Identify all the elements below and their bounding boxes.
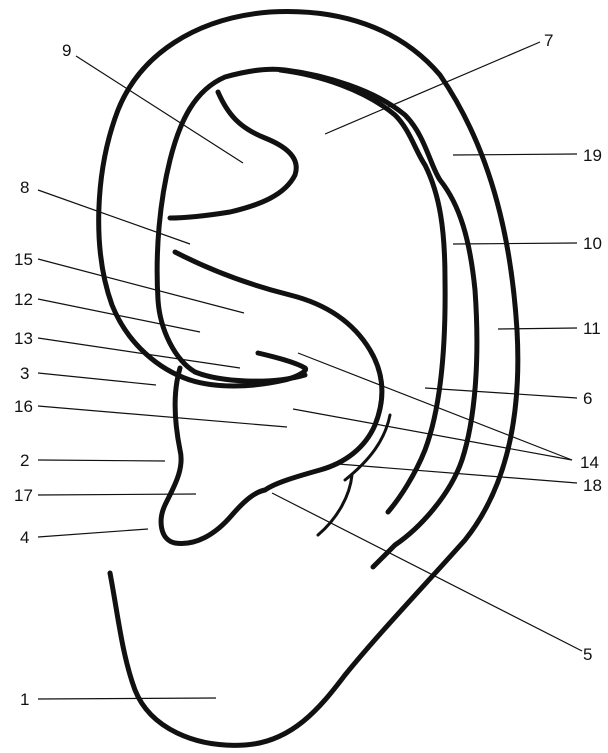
label-6: 6 (583, 389, 592, 408)
label-14: 14 (580, 453, 599, 472)
label-13: 13 (14, 329, 33, 348)
leader-4 (38, 529, 148, 537)
leader-2 (38, 460, 165, 461)
label-4: 4 (20, 528, 29, 547)
leader-9 (76, 56, 243, 163)
antitragus-line-lower (318, 475, 352, 535)
label-12: 12 (14, 290, 33, 309)
label-7: 7 (544, 31, 553, 50)
leader-14a (298, 353, 572, 460)
leader-lines (38, 42, 582, 699)
leader-16 (38, 406, 287, 427)
leader-19 (453, 154, 577, 155)
helix-inner-edge (157, 69, 477, 567)
label-16: 16 (14, 397, 33, 416)
helix-outer-rim (99, 12, 518, 746)
label-5: 5 (583, 645, 592, 664)
antitragus-line-upper (345, 415, 390, 480)
leader-3 (38, 373, 156, 385)
leader-11 (498, 328, 577, 329)
label-11: 11 (583, 319, 601, 338)
label-9: 9 (62, 41, 71, 60)
tragus (161, 368, 265, 543)
label-8: 8 (20, 178, 29, 197)
leader-1 (38, 698, 216, 699)
label-17: 17 (14, 486, 33, 505)
ear-drawing (99, 12, 518, 746)
leader-6 (425, 388, 577, 398)
label-1: 1 (20, 690, 29, 709)
label-2: 2 (20, 451, 29, 470)
label-15: 15 (14, 250, 33, 269)
leader-8 (38, 190, 190, 244)
leader-13 (38, 338, 240, 368)
label-3: 3 (20, 364, 29, 383)
leader-10 (453, 243, 577, 244)
label-19: 19 (583, 146, 602, 165)
leader-12 (38, 299, 200, 332)
crus-of-helix (175, 252, 382, 490)
label-10: 10 (583, 234, 602, 253)
label-18: 18 (583, 476, 602, 495)
